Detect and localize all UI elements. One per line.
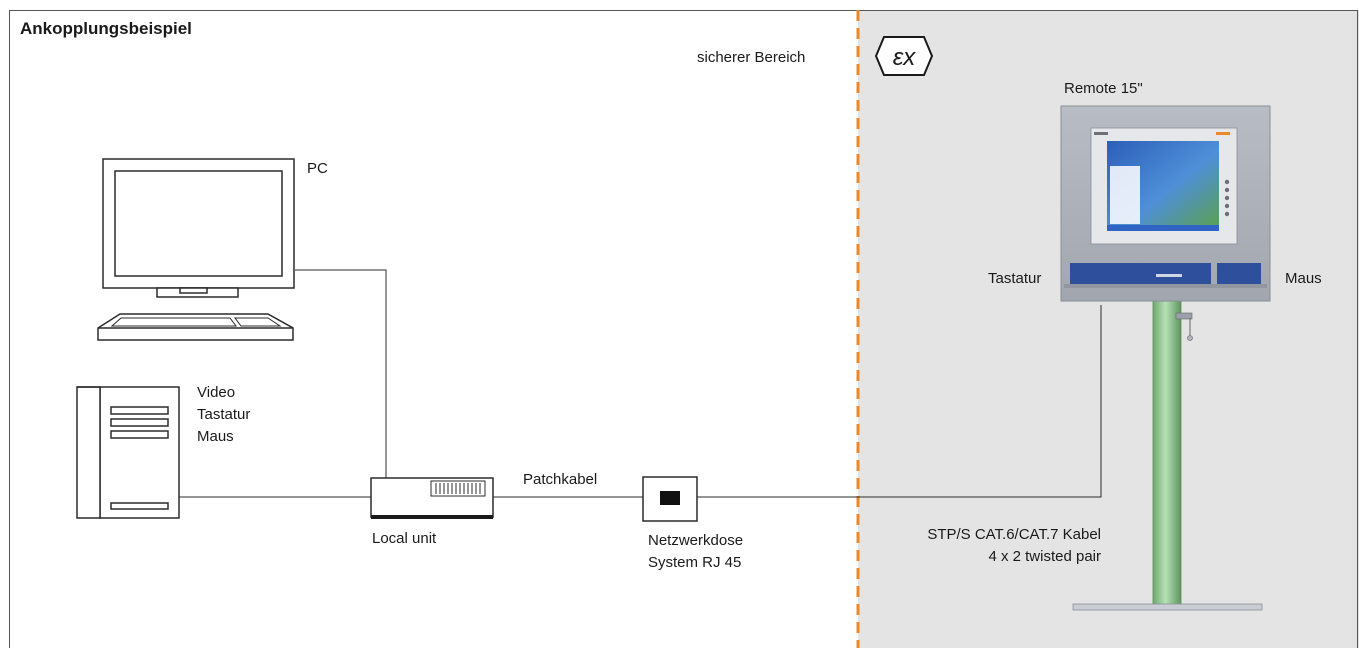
remote-terminal xyxy=(1060,105,1271,611)
patch-cable-label: Patchkabel xyxy=(523,471,598,488)
pc-monitor xyxy=(102,158,295,298)
pc-tower xyxy=(76,386,180,519)
network-socket xyxy=(642,476,698,522)
video-cable xyxy=(295,269,387,478)
signal-video-label: Video xyxy=(197,384,236,401)
remote-label: Remote 15" xyxy=(1064,80,1143,97)
cable-label-line2: 4 x 2 twisted pair xyxy=(988,548,1101,565)
socket-label-line1: Netzwerkdose xyxy=(648,532,744,549)
page-title: Ankopplungsbeispiel xyxy=(20,19,192,38)
pc-label: PC xyxy=(307,160,328,177)
mouse-label: Maus xyxy=(1285,270,1322,287)
keyboard-label: Tastatur xyxy=(988,270,1042,287)
local-unit-label: Local unit xyxy=(372,530,437,547)
signal-keyboard-label: Tastatur xyxy=(197,406,251,423)
cable-label-line1: STP/S CAT.6/CAT.7 Kabel xyxy=(927,526,1101,543)
ex-hazard-icon: εx xyxy=(874,36,934,76)
connection-lines xyxy=(179,269,1102,498)
signal-mouse-label: Maus xyxy=(197,428,234,445)
ex-symbol-text: εx xyxy=(893,44,917,71)
local-unit xyxy=(370,477,494,519)
cat-cable xyxy=(697,305,1102,498)
safe-zone-label: sicherer Bereich xyxy=(697,49,806,66)
pc-keyboard xyxy=(97,313,294,341)
socket-label-line2: System RJ 45 xyxy=(648,554,742,571)
